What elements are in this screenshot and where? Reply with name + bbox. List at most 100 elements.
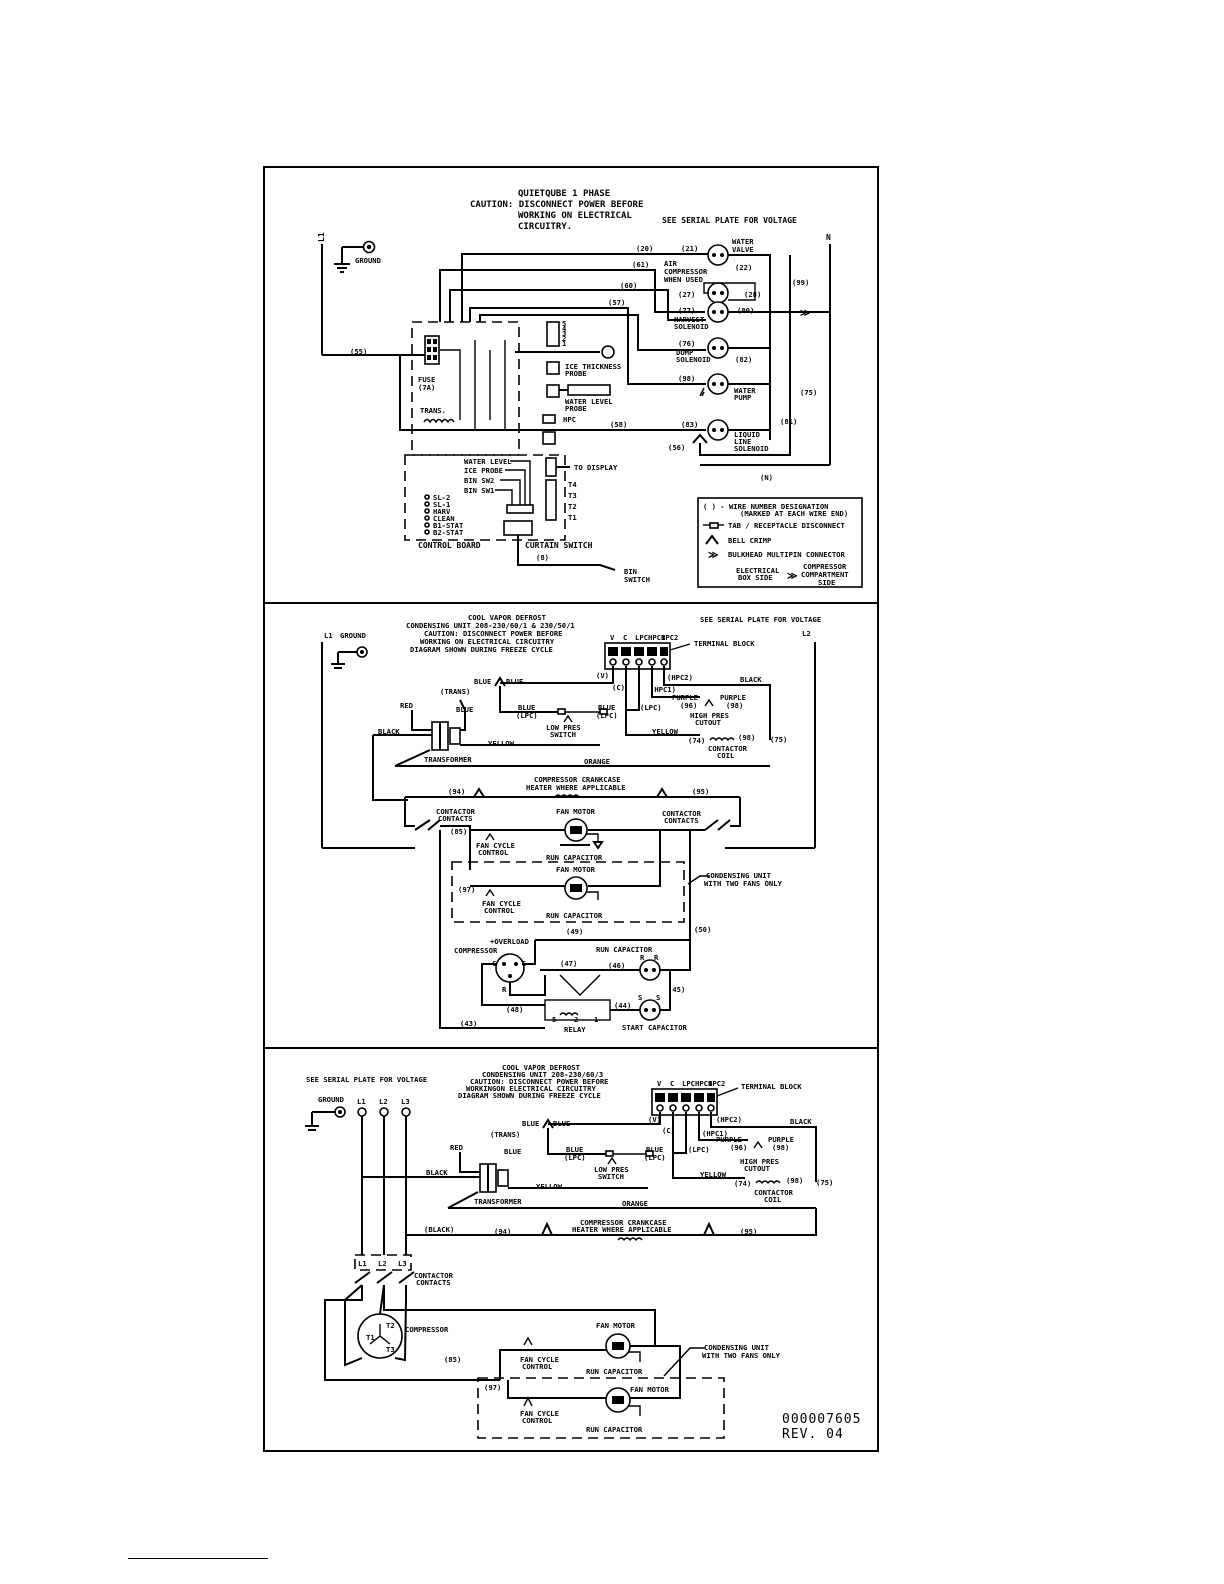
p3-high-pres-1: HIGH PRES <box>740 1157 779 1166</box>
panel-1-phase-condensing: COOL VAPOR DEFROST CONDENSING UNIT 208-2… <box>321 613 821 1034</box>
p3-orange-wire <box>447 1191 816 1209</box>
p2-two-fan-leader <box>687 875 710 885</box>
p2-term-hpc2: HPC2 <box>661 633 678 642</box>
p2-l1: L1 <box>324 631 333 640</box>
p3-lpc-3: (LPC) <box>688 1145 710 1154</box>
pin-3: 3 <box>562 329 566 338</box>
panel1-title: QUIETQUBE 1 PHASE <box>518 189 610 199</box>
water-level-label-1: WATER LEVEL <box>565 397 613 406</box>
p2-lpc-2: (LPC) <box>596 711 618 720</box>
p3-comp-t1 <box>344 1284 363 1367</box>
p2-l2: L2 <box>802 629 811 638</box>
p3-w98: (98) <box>772 1143 789 1152</box>
led-1 <box>424 494 430 500</box>
p2-blue-trans <box>459 699 466 731</box>
p3-two-fans-2: WITH TWO FANS ONLY <box>702 1351 781 1360</box>
legend-elec-box-2: BOX SIDE <box>738 573 773 582</box>
fuse-label-2: (7A) <box>418 383 435 392</box>
p3-w74: (74) <box>734 1179 751 1188</box>
p2-w43: (43) <box>460 1019 477 1028</box>
p2-relay-5: 5 <box>552 1015 556 1024</box>
dump-solenoid-label-2: SOLENOID <box>676 355 711 364</box>
p2-yellow-1: YELLOW <box>652 727 679 736</box>
wire-label-61: (61) <box>632 260 649 269</box>
harvest-solenoid <box>707 301 729 323</box>
p2-blue-wire <box>499 686 560 713</box>
input-trace-4 <box>495 489 513 505</box>
p2-cap-r2: R <box>654 953 659 962</box>
legend-wire-number-1: ( ) - WIRE NUMBER DESIGNATION <box>703 502 829 511</box>
p3-contactor-box <box>354 1254 412 1271</box>
p2-coil-1: CONTACTOR <box>708 744 748 753</box>
p3-blue-2: BLUE <box>553 1119 570 1128</box>
p3-fancycle-1b: CONTROL <box>522 1362 553 1371</box>
p2-title-2: CONDENSING UNIT 208-230/60/1 & 230/50/1 <box>406 621 575 630</box>
panel1-caution-3: CIRCUITRY. <box>518 222 572 232</box>
p2-fan-cycle-1 <box>485 832 495 841</box>
led-4 <box>424 515 430 521</box>
pin-5: 5 <box>562 319 566 328</box>
p3-high-pres-2: CUTOUT <box>744 1164 771 1173</box>
p2-fancycle-2a: FAN CYCLE <box>482 899 521 908</box>
p2-wire-hpc2 <box>663 666 771 740</box>
p3-wire-lpc <box>672 1112 687 1154</box>
p2-wire-45 <box>660 969 671 1011</box>
trans-coil <box>423 418 455 424</box>
p2-w98b: (98) <box>738 733 755 742</box>
p3-term-hpc1: HPC1 <box>695 1079 712 1088</box>
p2-low-pres-1: LOW PRES <box>546 723 581 732</box>
p2-comp-overload-wire <box>522 940 536 965</box>
p2-w48: (48) <box>506 1005 523 1014</box>
p2-coil-2: COIL <box>717 751 735 760</box>
p3-terminal-block <box>651 1088 718 1116</box>
panel1-caution-1: CAUTION: DISCONNECT POWER BEFORE <box>470 200 643 210</box>
p3-crankcase-1: COMPRESSOR CRANKCASE <box>580 1218 667 1227</box>
p3-coil-1: CONTACTOR <box>754 1188 794 1197</box>
water-valve <box>707 244 729 266</box>
pin-1: 1 <box>562 339 566 348</box>
p3-t3: T3 <box>386 1345 395 1354</box>
wire-label-83: (83) <box>681 420 698 429</box>
p2-comp-r: R <box>502 985 507 994</box>
liquid-solenoid-label-2: LINE <box>734 437 751 446</box>
wire-label-8: (8) <box>536 553 549 562</box>
p3-fan2-wire <box>507 1380 606 1399</box>
p3-high-pres-cutout <box>753 1140 763 1149</box>
p2-transformer-label: TRANSFORMER <box>424 755 472 764</box>
water-valve-label-1: WATER <box>732 237 754 246</box>
p3-compressor-symbol <box>357 1313 403 1359</box>
p2-term-lpc: LPC <box>635 633 648 642</box>
display-connector <box>545 457 557 477</box>
input-bin-sw2: BIN SW2 <box>464 476 494 485</box>
p3-transformer-label: TRANSFORMER <box>474 1197 522 1206</box>
p3-fancycle-2b: CONTROL <box>522 1416 553 1425</box>
wire-label-22: (22) <box>735 263 752 272</box>
p2-term-hpc1: HPC1 <box>648 633 665 642</box>
p2-w50: (50) <box>694 925 711 934</box>
p2-fan1-arrow <box>592 841 604 850</box>
liquid-solenoid-label-1: LIQUID <box>734 430 760 439</box>
p3-yellow-1: YELLOW <box>700 1170 727 1179</box>
thermistor-t4: T4 <box>568 480 577 489</box>
high-pres-cutout <box>704 698 714 707</box>
p2-start-cap: START CAPACITOR <box>622 1023 688 1032</box>
p2-two-fan-box <box>451 861 685 923</box>
footer-rule <box>128 1558 268 1559</box>
bell-crimp-56 <box>692 433 708 444</box>
p3-bell-94 <box>541 1221 553 1236</box>
low-pres-switch <box>563 714 573 723</box>
p2-serial: SEE SERIAL PLATE FOR VOLTAGE <box>700 615 821 624</box>
input-ice-probe: ICE PROBE <box>464 466 503 475</box>
p2-tb-leader <box>669 643 691 651</box>
led-harv: HARV <box>433 507 451 516</box>
p2-fan1-ground <box>586 833 599 842</box>
air-compressor-label-1: AIR <box>664 259 678 268</box>
wire-label-56: (56) <box>668 443 685 452</box>
hpc-connector <box>542 414 556 424</box>
led-sl1: SL-1 <box>433 500 450 509</box>
p2-wire-50 <box>660 829 705 971</box>
legend-comp-side-2: COMPARTMENT <box>801 570 849 579</box>
p3-blue-1: BLUE <box>522 1119 539 1128</box>
legend-bulkhead: BULKHEAD MULTIPIN CONNECTOR <box>728 550 846 559</box>
p2-compressor: COMPRESSOR <box>454 946 498 955</box>
